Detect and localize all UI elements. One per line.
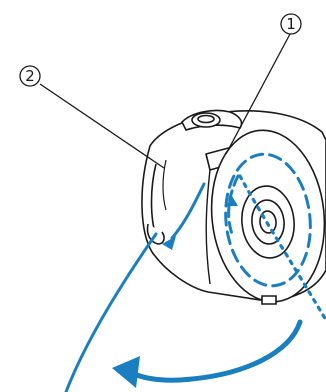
callout-2: 2 [20, 66, 164, 168]
callout-2-label: 2 [25, 67, 35, 85]
callout-1-label: 1 [286, 15, 296, 33]
curved-arrow-icon [112, 322, 300, 388]
